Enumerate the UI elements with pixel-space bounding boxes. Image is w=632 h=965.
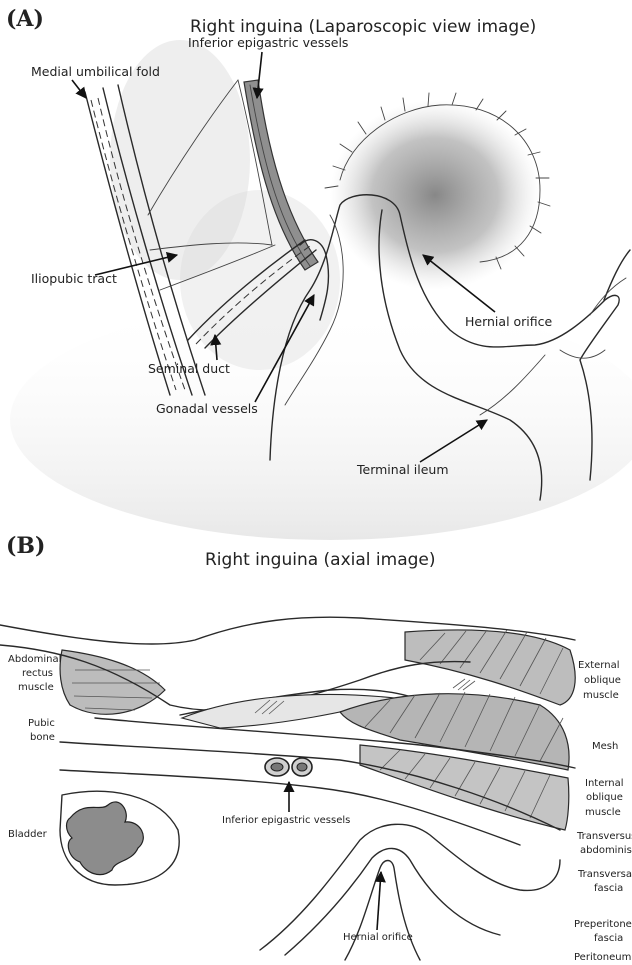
label-terminal-ileum: Terminal ileum bbox=[356, 462, 449, 477]
label-gonadal-vessels: Gonadal vessels bbox=[156, 401, 258, 416]
label-internal-oblique-muscle: Internal oblique muscle bbox=[585, 778, 627, 818]
label-medial-umbilical-fold: Medial umbilical fold bbox=[31, 64, 160, 79]
label-seminal-duct: Seminal duct bbox=[148, 361, 230, 376]
label-peritoneum: Peritoneum bbox=[574, 952, 631, 963]
label-transversus-abdominis: Transversus abdominis bbox=[576, 831, 632, 856]
laparoscopic-drawing bbox=[10, 40, 632, 540]
label-transversalis-fascia: Transversalis fascia bbox=[577, 869, 632, 894]
panel-b: (B) Right inguina (axial image) bbox=[0, 533, 632, 963]
label-external-oblique-muscle: External oblique muscle bbox=[578, 660, 624, 701]
label-pubic-bone: Pubic bone bbox=[28, 718, 58, 743]
panel-b-title: Right inguina (axial image) bbox=[205, 550, 436, 570]
epigastric-vessel-circles bbox=[265, 758, 312, 776]
panel-b-letter: (B) bbox=[6, 533, 45, 559]
label-mesh: Mesh bbox=[592, 741, 618, 752]
label-preperitoneal-fascia: Preperitoneal fascia bbox=[574, 919, 632, 944]
label-hernial-orifice-b: Hernial orifice bbox=[343, 932, 413, 943]
axial-drawing bbox=[0, 617, 575, 960]
label-abdominal-rectus-muscle: Abdominal rectus muscle bbox=[8, 654, 65, 693]
panel-a-title: Right inguina (Laparoscopic view image) bbox=[190, 17, 536, 37]
label-inferior-epigastric-vessels-b: Inferior epigastric vessels bbox=[222, 815, 350, 826]
panel-a: (A) Right inguina (Laparoscopic view ima… bbox=[6, 6, 632, 540]
label-bladder: Bladder bbox=[8, 829, 48, 840]
label-inferior-epigastric-vessels-a: Inferior epigastric vessels bbox=[188, 35, 348, 50]
label-hernial-orifice-a: Hernial orifice bbox=[465, 314, 553, 329]
panel-a-letter: (A) bbox=[6, 6, 44, 32]
